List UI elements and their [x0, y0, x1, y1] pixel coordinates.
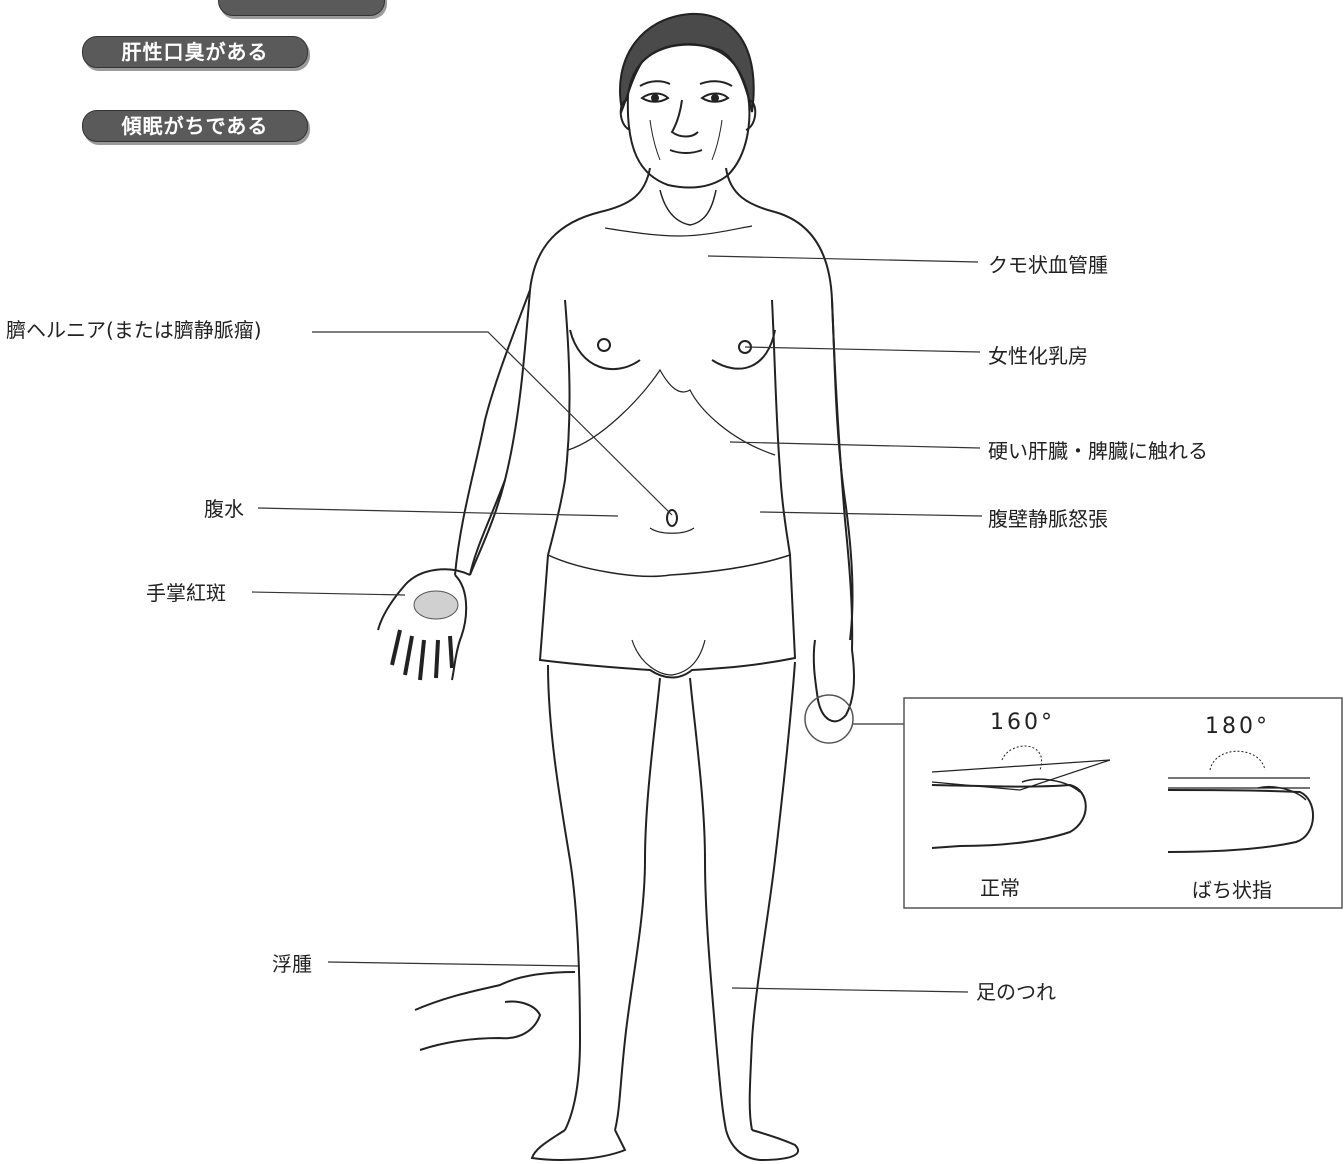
brow-left	[640, 81, 670, 86]
mouth	[670, 150, 702, 153]
clubbing-inset-box	[904, 698, 1342, 908]
caption-normal: 正常	[980, 872, 1020, 901]
angle-clubbed: 180°	[1205, 714, 1270, 739]
collarbone	[605, 226, 752, 236]
label-hard-liver-spleen: 硬い肝臓・脾臓に触れる	[988, 439, 1208, 463]
leg-right-outer	[750, 662, 795, 1130]
neck-line	[660, 190, 716, 225]
leg-left-outer	[548, 665, 580, 1130]
arm-left	[455, 290, 530, 575]
label-palmar-erythema: 手掌紅斑	[146, 581, 226, 605]
label-abdominal-wall-veins: 腹壁静脈怒張	[988, 507, 1108, 531]
torso-side-left	[548, 300, 570, 555]
briefs	[540, 555, 795, 678]
angle-normal: 160°	[990, 710, 1055, 735]
leg-right-inner	[690, 678, 726, 1130]
nose	[672, 100, 698, 137]
leader-lines	[252, 256, 982, 992]
navel-fold	[650, 528, 694, 533]
belly	[548, 555, 790, 576]
examiner-hand	[415, 972, 575, 1050]
palmar-erythema-spot	[414, 591, 458, 619]
neck	[600, 168, 775, 212]
nipple-left	[598, 339, 610, 351]
label-umbilical-hernia: 臍ヘルニア(または臍静脈瘤)	[6, 318, 262, 342]
brow-right	[700, 81, 732, 86]
navel	[667, 510, 677, 526]
pupil-right	[712, 95, 718, 101]
breast-right	[712, 330, 775, 369]
hand-right	[814, 640, 854, 721]
foot-left	[532, 1130, 625, 1160]
label-ascites: 腹水	[204, 497, 244, 521]
head-outline	[628, 44, 750, 188]
breast-left	[570, 330, 640, 369]
torso-side-right	[772, 300, 790, 555]
label-spider-angioma: クモ状血管腫	[988, 253, 1108, 277]
fingers-left	[392, 630, 452, 680]
label-gynecomastia: 女性化乳房	[988, 344, 1088, 368]
caption-clubbed: ばち状指	[1192, 874, 1272, 903]
leg-left-inner	[615, 678, 660, 1130]
arm-right	[832, 300, 852, 650]
label-leg-cramps: 足のつれ	[976, 980, 1056, 1004]
pupil-left	[652, 95, 658, 101]
foot-right	[726, 1130, 798, 1160]
label-edema: 浮腫	[272, 952, 312, 976]
wrinkle-1	[650, 120, 660, 160]
wrinkle-2	[712, 120, 722, 160]
